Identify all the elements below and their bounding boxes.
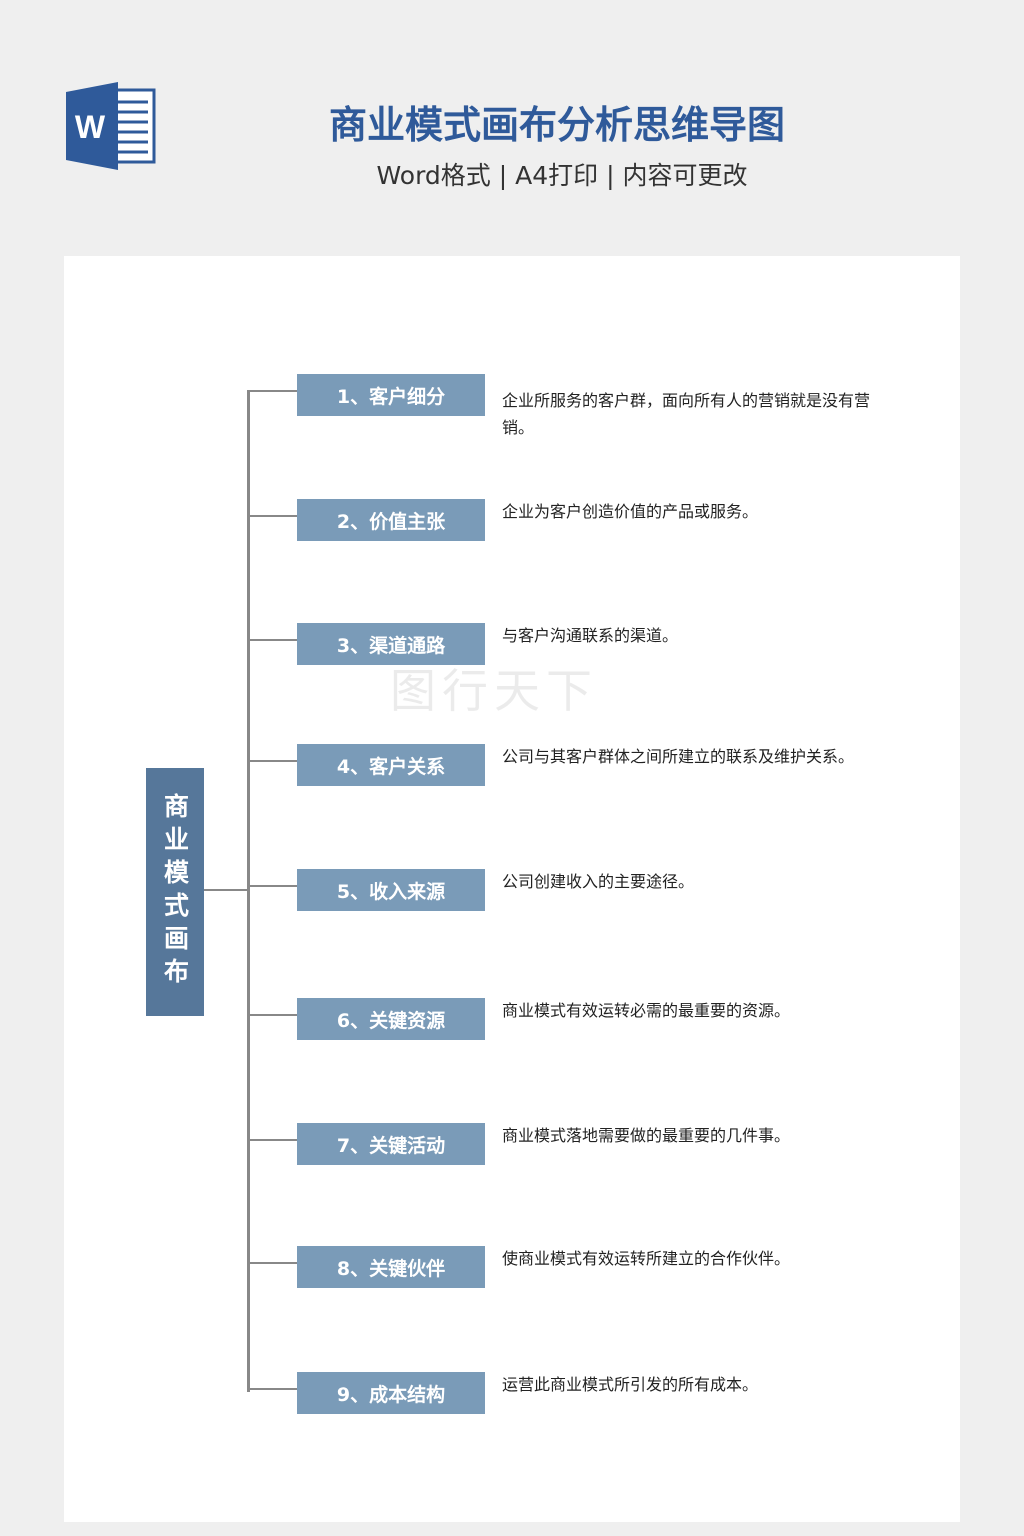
branch-description: 企业所服务的客户群，面向所有人的营销就是没有营销。 (502, 391, 871, 437)
branch-description: 商业模式落地需要做的最重要的几件事。 (502, 1126, 791, 1145)
branch-node: 4、客户关系 (297, 744, 485, 786)
page-title: 商业模式画布分析思维导图 (328, 103, 785, 147)
branch-node: 6、关键资源 (297, 998, 485, 1040)
connector-branch (249, 1014, 297, 1016)
branch-node: 1、客户细分 (297, 374, 485, 416)
connector-branch (249, 639, 297, 641)
connector-branch (249, 1262, 297, 1264)
branch-description: 与客户沟通联系的渠道。 (502, 626, 679, 645)
branch-description: 使商业模式有效运转所建立的合作伙伴。 (502, 1249, 791, 1268)
branch-node: 2、价值主张 (297, 499, 485, 541)
branch-description: 企业为客户创造价值的产品或服务。 (502, 502, 759, 521)
connector-branch (249, 760, 297, 762)
branch-node: 3、渠道通路 (297, 623, 485, 665)
branch-description: 公司与其客户群体之间所建立的联系及维护关系。 (502, 747, 855, 766)
branch-node: 8、关键伙伴 (297, 1246, 485, 1288)
connector-branch (249, 885, 297, 887)
connector-branch (249, 1388, 297, 1390)
subtitle: Word格式 | A4打印 | 内容可更改 (376, 161, 748, 190)
branch-description: 运营此商业模式所引发的所有成本。 (502, 1375, 759, 1394)
watermark: 图行天下 (390, 664, 598, 718)
connector-center (204, 889, 249, 891)
branch-node: 7、关键活动 (297, 1123, 485, 1165)
svg-text:W: W (75, 109, 106, 145)
connector-branch (249, 390, 297, 392)
branch-description: 商业模式有效运转必需的最重要的资源。 (502, 1001, 791, 1020)
connector-branch (249, 515, 297, 517)
word-logo-icon: W (66, 82, 156, 170)
branch-description: 公司创建收入的主要途径。 (502, 872, 695, 891)
branch-node: 5、收入来源 (297, 869, 485, 911)
branch-node: 9、成本结构 (297, 1372, 485, 1414)
connector-trunk (247, 390, 250, 1392)
connector-branch (249, 1139, 297, 1141)
central-topic: 商业模式画布 (146, 768, 204, 1016)
